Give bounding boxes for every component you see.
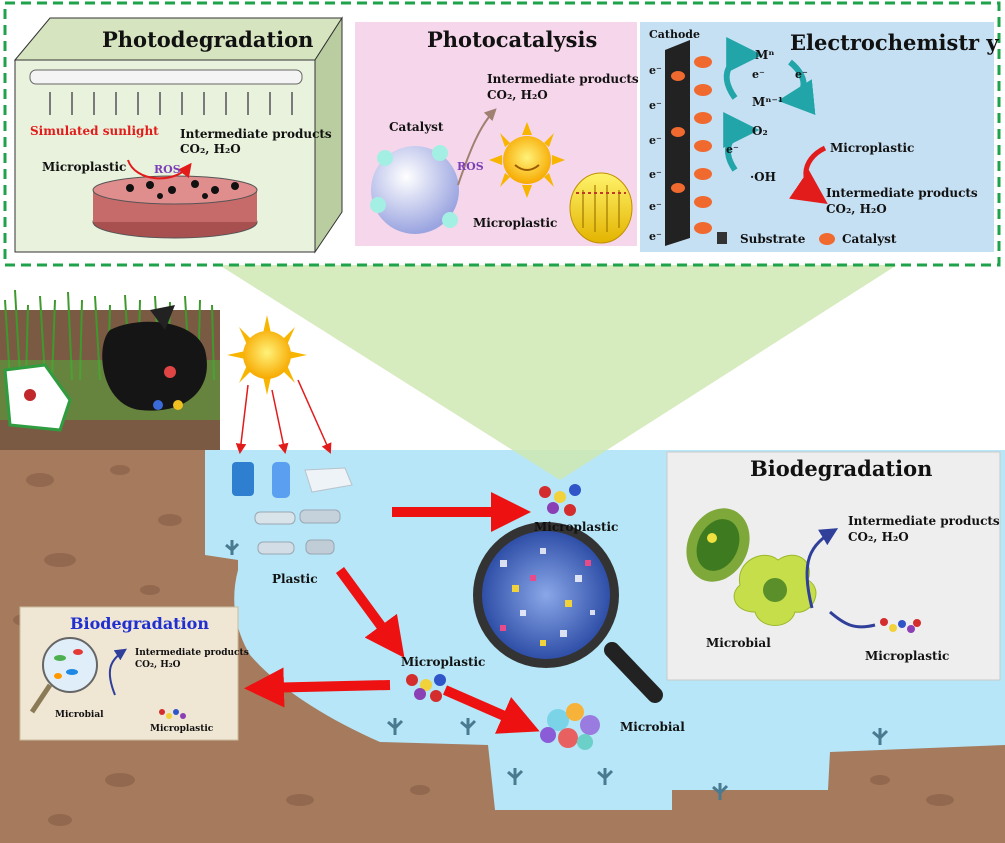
seaweed-group (225, 540, 889, 800)
catalyst-sphere-icon (370, 145, 459, 234)
photocatalysis-title: Photocatalysis (427, 27, 598, 52)
biodeg-left-products-line2: CO₂, H₂O (135, 660, 181, 670)
electron-label: e⁻ (649, 64, 662, 77)
o2-label: O₂ (752, 124, 768, 138)
photodeg-ros-label: ROS (154, 163, 181, 176)
cycle-electron-label: e⁻ (795, 68, 808, 81)
electrochemistry-title: Electrochemistr y (790, 30, 999, 55)
electrochemistry-panel (640, 22, 994, 252)
substrate-legend-label: Substrate (740, 232, 806, 246)
biodeg-left-microbial-label: Microbial (55, 710, 104, 720)
electrochem-products-line2: CO₂, H₂O (826, 202, 887, 216)
catalyst-legend-icon (819, 233, 835, 245)
garbage-bag-icon (102, 321, 207, 411)
photocat-catalyst-label: Catalyst (389, 120, 444, 134)
photodeg-microplastic-label: Microplastic (42, 160, 127, 174)
oh-reaction-arrow (789, 145, 828, 204)
electron-label: e⁻ (649, 168, 662, 181)
biodegradation-left-title: Biodegradation (70, 614, 209, 633)
photodegradation-box-icon (13, 16, 343, 254)
sun-icon (227, 315, 307, 395)
plastic-label: Plastic (272, 572, 318, 586)
projection-fan (208, 258, 908, 480)
catalyst-ball-icon (569, 172, 633, 244)
plastic-bag-icon (3, 363, 72, 432)
photocat-products-line2: CO₂, H₂O (487, 88, 548, 102)
substrate-legend-icon (717, 232, 727, 244)
microplastic-icon-left (159, 709, 186, 719)
oh-label: ·OH (750, 170, 776, 184)
microplastic-cluster-mid (406, 674, 446, 702)
biodeg-right-products-line1: Intermediate products (848, 514, 1000, 528)
magnifier-small-icon (29, 637, 98, 714)
photocat-microplastic-label: Microplastic (473, 216, 558, 230)
mn1-label: Mⁿ⁻¹ (752, 95, 784, 109)
biodeg-right-products-line2: CO₂, H₂O (848, 530, 909, 544)
mn-label: Mⁿ (755, 48, 775, 62)
microplastic-mid-label: Microplastic (401, 655, 486, 669)
biodeg-right-microplastic-label: Microplastic (865, 649, 950, 663)
microplastic-cluster-top (539, 484, 581, 516)
o2-electron-label: e⁻ (726, 143, 739, 156)
biodegradation-right-title: Biodegradation (750, 456, 933, 481)
electrochem-products-line1: Intermediate products (826, 186, 978, 200)
magnifier-icon (473, 522, 663, 703)
electron-label: e⁻ (649, 230, 662, 243)
cathode-label: Cathode (649, 28, 700, 41)
photocat-products-line1: Intermediate products (487, 72, 639, 86)
biodeg-right-microbial-label: Microbial (706, 636, 771, 650)
amoeba-icon (733, 554, 817, 626)
plastic-items (232, 462, 353, 555)
redox-cycle-arrows (723, 37, 816, 172)
microplastic-icon-right (880, 618, 921, 633)
electron-label: e⁻ (649, 200, 662, 213)
cathode-electrode-icon (665, 40, 712, 246)
bacteria-icon (686, 508, 750, 582)
photodeg-products-line1: Intermediate products (180, 127, 332, 141)
electrochem-microplastic-label: Microplastic (830, 141, 915, 155)
biodeg-left-products-line1: Intermediate products (135, 648, 249, 658)
photodegradation-title: Photodegradation (102, 27, 314, 52)
process-arrows (244, 492, 540, 734)
biodeg-left-microplastic-label: Microplastic (150, 724, 214, 734)
electron-label: e⁻ (649, 99, 662, 112)
microbial-label: Microbial (620, 720, 685, 734)
microbial-cluster-icon (540, 703, 600, 750)
sunlight-rays (235, 379, 332, 455)
simulated-sunlight-label: Simulated sunlight (30, 124, 159, 138)
photodeg-products-line2: CO₂, H₂O (180, 142, 241, 156)
catalyst-legend-label: Catalyst (842, 232, 897, 246)
smiling-sun-icon (489, 122, 565, 198)
cycle-electron-label: e⁻ (752, 68, 765, 81)
photocat-ros-label: ROS (457, 160, 484, 173)
electron-label: e⁻ (649, 134, 662, 147)
microplastic-top-label: Microplastic (534, 520, 619, 534)
